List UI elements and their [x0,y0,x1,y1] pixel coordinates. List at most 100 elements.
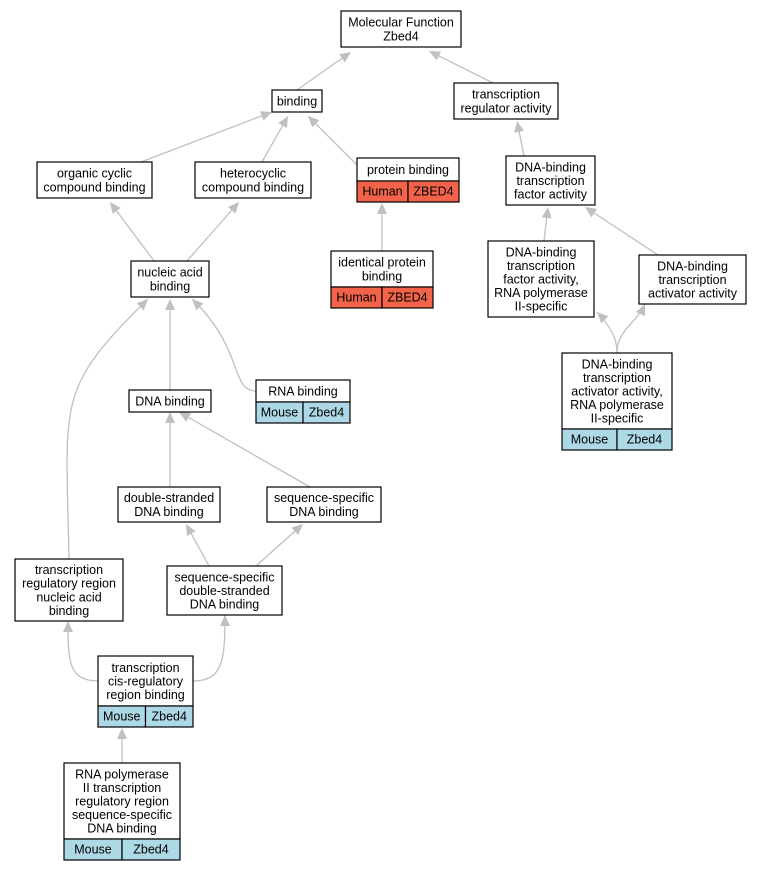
node-box [340,10,462,48]
edges-layer [63,51,659,763]
edge-nab-to-occb [110,202,155,262]
node-label-line: binding [49,604,89,618]
edge-dnab-to-nab [165,299,175,390]
node-label-line: Molecular Function [348,16,454,30]
edge-rnap-to-tcrrb [117,728,127,763]
node-label-line: sequence-specific [174,570,274,584]
node-label-line: sequence-specific [72,808,172,822]
edge-arrowhead [165,412,175,423]
go-term-node-binding[interactable]: binding [271,89,323,113]
node-label-line: nucleic acid [137,266,202,280]
node-label-line: DNA-binding [657,259,728,273]
edge-arrowhead [110,202,121,214]
edge-arrowhead [635,304,646,317]
edge-line [255,530,296,567]
edge-ssdb-to-dnab [179,412,311,488]
edge-line [115,209,155,262]
node-label-line: RNA polymerase [570,398,664,412]
gene-cell [302,401,351,424]
node-label-line: DNA binding [87,822,157,836]
node-label-line: heterocyclic [220,167,286,181]
node-box [194,161,312,199]
edge-dsdb-to-dnab [165,412,175,487]
edge-arrowhead [165,299,175,310]
node-label-line: RNA polymerase [75,767,169,781]
edge-line [190,532,210,567]
go-term-node-dnab[interactable]: DNA binding [128,389,212,413]
species-label: Mouse [571,433,609,447]
edge-arrowhead [136,299,148,311]
node-label-line: DNA-binding [506,245,577,259]
gene-cell [407,180,460,203]
edge-line [314,122,358,166]
edge-arrowhead [220,615,230,626]
node-label-line: organic cyclic [57,167,132,181]
node-box [36,161,153,199]
edge-arrowhead [377,203,387,214]
node-box [117,486,221,523]
node-box [130,260,210,298]
node-box [271,89,323,113]
node-box [638,254,747,305]
edge-line [543,216,548,242]
node-box [505,155,596,206]
node-label-line: RNA binding [268,385,338,399]
node-label-line: nucleic acid [36,590,101,604]
node-box [330,250,434,288]
edge-arrowhead [227,202,239,214]
node-label-line: compound binding [43,180,145,194]
gene-label: Zbed4 [152,710,187,724]
edge-line [437,54,494,84]
node-box [166,565,283,616]
gene-label: ZBED4 [413,185,453,199]
node-label-line: cis-regulatory [108,675,184,689]
gene-cell [144,705,194,728]
node-box [266,486,382,523]
gene-cell [121,838,181,861]
node-label-line: double-stranded [179,584,269,598]
edge-arrowhead [291,524,303,536]
gene-label: Zbed4 [627,433,662,447]
edge-arrowhead [192,299,204,311]
edge-curve [191,298,257,392]
node-label-line: activator activity [648,287,738,301]
node-label-line: II-specific [591,412,644,426]
gene-cell [616,428,673,451]
node-label-line: DNA binding [190,598,260,612]
edge-arrowhead [514,121,525,133]
species-label: Human [362,185,402,199]
node-box [14,558,124,622]
node-box [561,352,673,430]
node-label-line: identical protein [338,256,426,270]
node-label-line: DNA binding [135,395,205,409]
node-label-line: transcription [583,371,651,385]
node-label-line: II-specific [515,300,568,314]
node-label-line: II transcription [83,781,162,795]
edge-line [187,416,311,488]
node-label-line: transcription [111,661,179,675]
species-label: Mouse [74,843,112,857]
node-label-line: DNA binding [134,505,204,519]
edge-arrowhead [429,51,442,61]
node-label-line: compound binding [202,180,304,194]
edge-line [186,209,233,262]
